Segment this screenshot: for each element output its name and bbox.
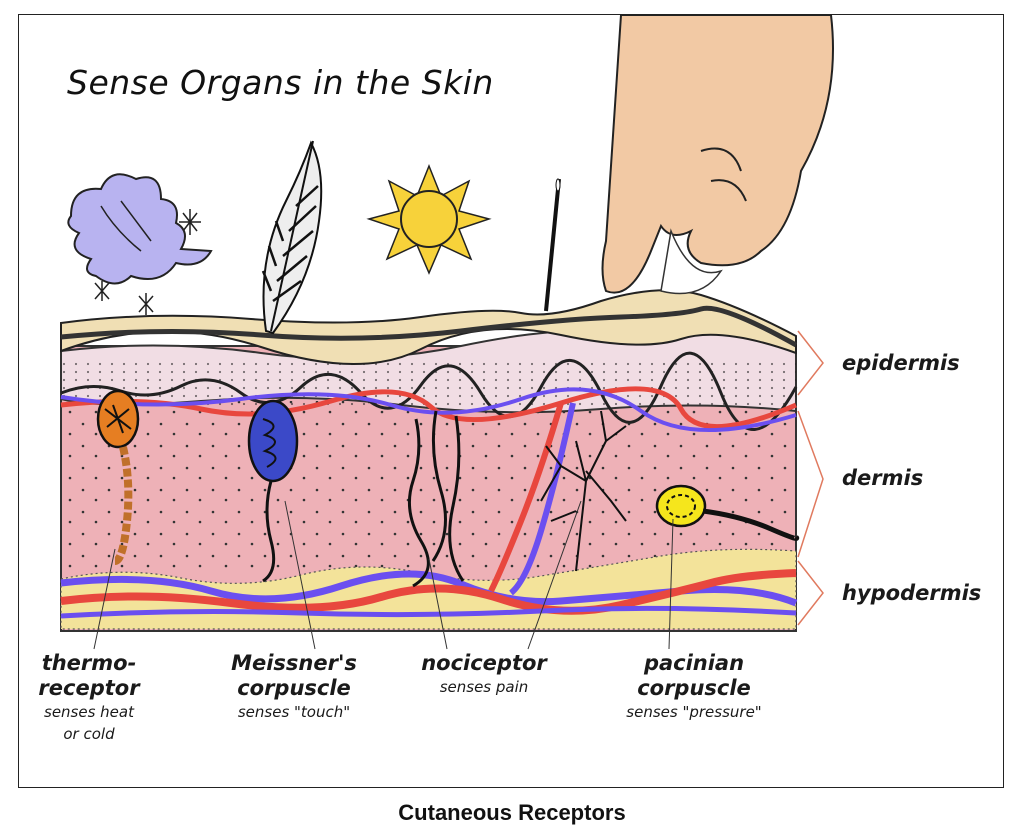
nociceptor-name-1: nociceptor xyxy=(421,651,547,675)
skin-illustration xyxy=(60,15,834,650)
leader-lines xyxy=(93,500,674,650)
nociceptor-desc-1: senses pain xyxy=(439,678,529,696)
diagram-title: Sense Organs in the Skin xyxy=(67,63,494,102)
meissner-desc-1: senses "touch" xyxy=(237,703,351,721)
pacinian-corpuscle-structure xyxy=(655,484,800,541)
nociceptor-structure xyxy=(407,410,465,588)
thermoreceptor-desc-1: senses heat xyxy=(44,703,134,721)
meissner-name-1: Meissner's xyxy=(231,651,357,675)
nociceptor-label: nociceptor senses pain xyxy=(399,651,569,698)
meissner-label: Meissner's corpuscle senses "touch" xyxy=(209,651,379,723)
label-hypodermis: hypodermis xyxy=(842,581,982,605)
dermis-vein xyxy=(60,387,797,433)
thermoreceptor-structure xyxy=(96,389,140,565)
pacinian-name-2: corpuscle xyxy=(637,676,751,700)
pinching-hand-icon xyxy=(601,15,834,295)
thermoreceptor-desc-2: or cold xyxy=(63,725,115,743)
thermoreceptor-name-1: thermo- xyxy=(41,651,137,675)
thermoreceptor-name-2: receptor xyxy=(38,676,140,700)
diagram-frame: Sense Organs in the Skin epidermis dermi… xyxy=(18,14,1004,788)
meissner-corpuscle-structure xyxy=(247,399,299,583)
cold-cloud-icon xyxy=(67,173,213,285)
branching-nerve xyxy=(540,410,627,572)
label-dermis: dermis xyxy=(842,466,924,490)
pacinian-label: pacinian corpuscle senses "pressure" xyxy=(599,651,789,723)
hypodermis-artery xyxy=(60,569,797,615)
figure-caption: Cutaneous Receptors xyxy=(398,800,626,825)
label-epidermis: epidermis xyxy=(842,351,960,375)
sun-icon xyxy=(366,163,492,275)
meissner-name-2: corpuscle xyxy=(237,676,351,700)
pacinian-desc-1: senses "pressure" xyxy=(626,703,762,721)
feather-icon xyxy=(261,140,323,335)
pacinian-name-1: pacinian xyxy=(643,651,745,675)
thermoreceptor-label: thermo- receptor senses heat or cold xyxy=(19,651,159,745)
layer-brackets xyxy=(797,330,824,626)
needle-icon xyxy=(544,178,561,312)
dermis-artery xyxy=(60,386,797,429)
epidermis-top-layer xyxy=(60,289,797,365)
snowflake-icon xyxy=(94,209,201,315)
